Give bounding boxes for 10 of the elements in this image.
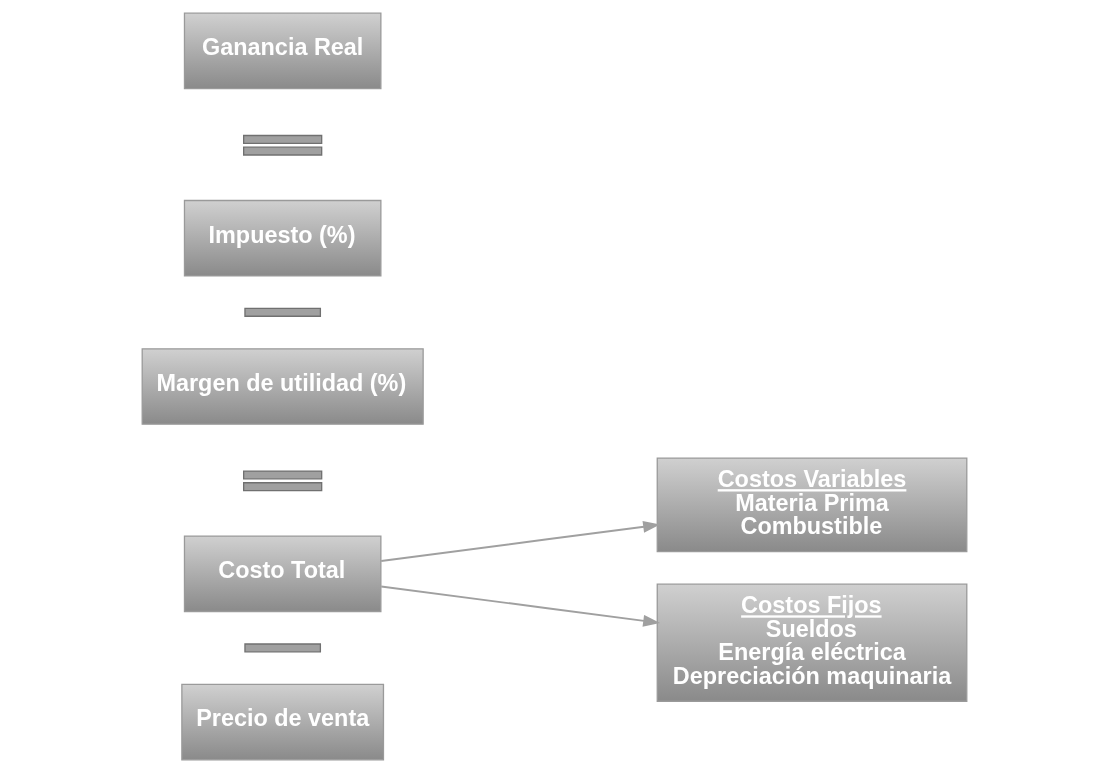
node-box: Costo Total xyxy=(183,535,382,613)
node-minus xyxy=(244,643,322,653)
node-box: Impuesto (%) xyxy=(183,199,382,277)
node-box: Ganancia Real xyxy=(183,12,382,90)
arrow xyxy=(380,585,661,627)
node-box: Margen de utilidad (%) xyxy=(141,348,424,425)
node-box: Costos Variables Materia Prima Combustible xyxy=(656,457,968,553)
node-minus xyxy=(244,307,322,317)
node-box: Costos Fijos Sueldos Energía eléctrica Depreciación maquinaria xyxy=(656,583,968,702)
node-box: Precio de venta xyxy=(181,683,385,761)
